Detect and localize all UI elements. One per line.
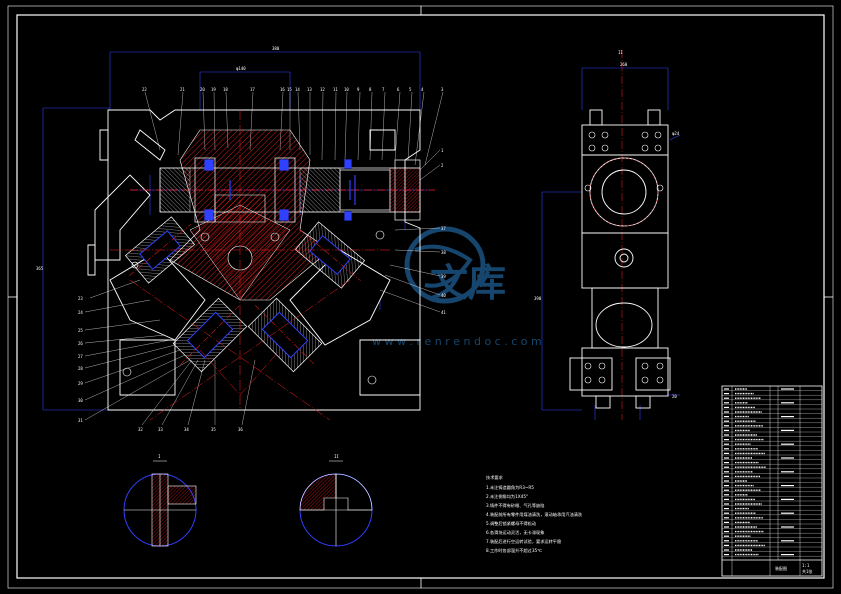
- svg-text:20: 20: [200, 87, 205, 92]
- drawing-frame: [7, 5, 834, 589]
- cylinder-lower-right: [247, 297, 323, 373]
- tech-note-line: 3.铸件不得有砂眼、气孔等缺陷: [486, 502, 544, 509]
- svg-text:6: 6: [397, 87, 400, 92]
- svg-text:10: 10: [344, 87, 349, 92]
- svg-text:φ24: φ24: [672, 131, 680, 136]
- watermark-title: 文库: [430, 261, 506, 305]
- svg-text:27: 27: [78, 354, 83, 359]
- svg-text:19: 19: [211, 87, 216, 92]
- section-view-left: I: [123, 454, 197, 547]
- svg-text:7: 7: [382, 87, 385, 92]
- svg-text:5: 5: [409, 87, 412, 92]
- main-front-view: 380 φ140 365: [36, 46, 446, 432]
- svg-text:36: 36: [238, 427, 243, 432]
- tech-note-line: 8.工作时各部温升不超过35℃: [486, 547, 542, 554]
- svg-text:38: 38: [441, 250, 446, 255]
- svg-text:21: 21: [180, 87, 185, 92]
- cylinder-lower-left: [172, 297, 248, 373]
- svg-text:13: 13: [307, 87, 312, 92]
- svg-text:17: 17: [250, 87, 255, 92]
- title-block: 1:1 共1张 装配图: [721, 385, 823, 577]
- svg-text:260: 260: [620, 62, 628, 67]
- svg-text:28: 28: [78, 366, 83, 371]
- technical-requirements: 技术要求 1.未注铸造圆角为R3~R5 2.未注倒角均为1X45° 3.铸件不得…: [486, 474, 583, 554]
- svg-text:II: II: [618, 50, 623, 55]
- tech-note-line: 2.未注倒角均为1X45°: [486, 493, 528, 500]
- svg-text:30: 30: [78, 398, 83, 403]
- svg-text:25: 25: [78, 328, 83, 333]
- svg-text:31: 31: [78, 418, 83, 423]
- svg-text:33: 33: [158, 427, 163, 432]
- tech-note-line: 5.调整后锁紧螺母不得松动: [486, 520, 536, 527]
- svg-text:29: 29: [78, 381, 83, 386]
- watermark-url: w w w . r e n r e n d o c . c o m: [372, 335, 542, 348]
- svg-text:34: 34: [184, 427, 189, 432]
- svg-text:390: 390: [534, 296, 542, 301]
- svg-text:3: 3: [441, 87, 444, 92]
- tech-note-line: 7.装配后进行空运转试验，要求运转平稳: [486, 538, 562, 545]
- svg-text:12: 12: [320, 87, 325, 92]
- svg-text:32: 32: [138, 427, 143, 432]
- title-block-sheet: 共1张: [802, 568, 812, 574]
- svg-text:39: 39: [441, 274, 446, 279]
- svg-text:14: 14: [295, 87, 300, 92]
- svg-text:2: 2: [441, 163, 444, 168]
- tech-note-line: 1.未注铸造圆角为R3~R5: [486, 484, 534, 491]
- svg-text:1: 1: [441, 148, 444, 153]
- svg-text:380: 380: [272, 46, 280, 51]
- side-view: II 260 390: [534, 50, 681, 420]
- svg-text:365: 365: [36, 266, 44, 271]
- title-block-name: 装配图: [775, 565, 787, 571]
- svg-text:41: 41: [441, 310, 446, 315]
- tech-notes-title: 技术要求: [486, 474, 504, 481]
- cylinder-upper-right: [294, 221, 366, 289]
- svg-text:18: 18: [223, 87, 228, 92]
- svg-text:φ140: φ140: [236, 66, 246, 71]
- svg-text:23: 23: [78, 296, 83, 301]
- svg-text:11: 11: [333, 87, 338, 92]
- svg-text:26: 26: [78, 341, 83, 346]
- svg-text:20: 20: [672, 394, 677, 399]
- tech-note-line: 4.装配前所有零件用煤油清洗，滚动轴承用汽油清洗: [486, 511, 583, 518]
- section-right-label: II: [334, 454, 339, 459]
- svg-text:4: 4: [421, 87, 424, 92]
- svg-text:35: 35: [211, 427, 216, 432]
- svg-text:40: 40: [441, 293, 446, 298]
- title-block-scale: 1:1: [802, 563, 810, 568]
- svg-text:15: 15: [287, 87, 292, 92]
- section-view-right: II: [299, 454, 373, 547]
- svg-text:22: 22: [142, 87, 147, 92]
- svg-text:24: 24: [78, 310, 83, 315]
- section-left-label: I: [158, 454, 161, 459]
- svg-text:8: 8: [369, 87, 372, 92]
- svg-text:9: 9: [357, 87, 360, 92]
- watermark: 文库 w w w . r e n r e n d o c . c o m: [372, 226, 542, 348]
- tech-note-line: 6.各滑块运动灵活，无卡滞现象: [486, 529, 544, 536]
- svg-text:16: 16: [280, 87, 285, 92]
- svg-text:37: 37: [441, 226, 446, 231]
